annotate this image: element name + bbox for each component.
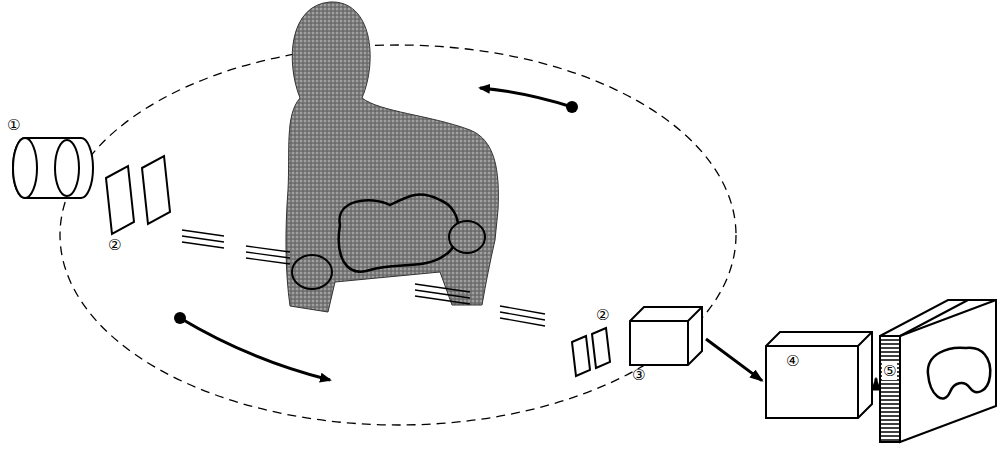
organ-outline [339,195,459,272]
orbit-dot [566,101,578,113]
scan-orbit [60,45,736,425]
callout-number: ④ [786,354,799,369]
x-ray-tube: ① [3,116,103,204]
signal-arrow [706,339,762,381]
callout-number: ③ [632,368,645,383]
patient-body [286,2,498,312]
arm-section [292,255,332,289]
signal-arrow [875,379,878,381]
orbit-dot [174,312,186,324]
computer-box-outline [764,330,874,422]
x-ray-beam [182,230,545,326]
collimator-plate [106,166,134,234]
orbit-arrow [180,318,330,380]
arm-section [449,221,485,253]
collimator-plate [142,156,170,224]
callout-number: ② [108,238,121,253]
computer-box: ④ [764,330,874,422]
callout-number: ⑤ [882,363,897,380]
detector-box: ③ [626,303,704,383]
collimator-plate [572,336,590,376]
display-monitor: ⑤ [878,296,998,446]
callout-number: ① [7,118,20,133]
orbit-arrow [480,88,572,107]
collimator-plate [592,328,610,368]
callout-number: ② [596,308,609,323]
